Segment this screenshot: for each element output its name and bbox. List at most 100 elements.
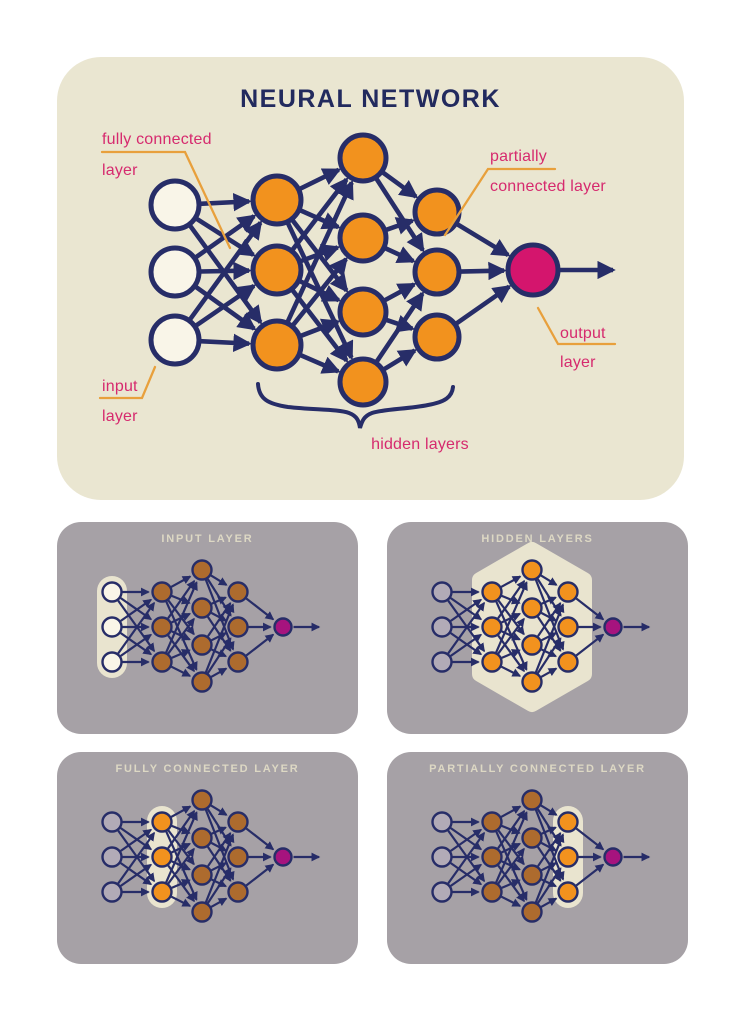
neuron (521, 789, 543, 811)
edge (383, 245, 416, 264)
edge (204, 833, 235, 903)
edge (199, 333, 252, 353)
neuron (481, 581, 503, 603)
neuron (412, 247, 462, 297)
edge (500, 575, 522, 588)
neuron (250, 173, 304, 227)
neuron (273, 847, 293, 867)
neuron (250, 318, 304, 372)
edge (383, 282, 417, 303)
edge (374, 291, 425, 364)
neuron (481, 811, 503, 833)
neuron (431, 811, 453, 833)
edge (540, 841, 558, 852)
neuron (148, 178, 202, 232)
edge (170, 805, 192, 818)
neuron (412, 187, 462, 237)
edge (211, 596, 227, 605)
hidden-layers-label: hidden layers (371, 436, 469, 453)
neuron (101, 811, 123, 833)
edge (210, 667, 228, 678)
neuron (148, 313, 202, 367)
edge (117, 601, 156, 655)
neuron (191, 864, 213, 886)
edges (187, 167, 616, 374)
panel-partially-connected-layer: PARTIALLY CONNECTED LAYER (387, 752, 688, 964)
input-label-line2: layer (102, 408, 138, 425)
edge (170, 575, 192, 588)
neuron (151, 811, 173, 833)
main-diagram-panel: fully connected layer partially connecte… (57, 57, 684, 500)
fully-connected-label-line2: layer (102, 162, 138, 179)
edge (374, 176, 425, 253)
edge (541, 596, 557, 605)
neuron (557, 846, 579, 868)
edge (495, 811, 528, 883)
neuron (191, 901, 213, 923)
edge (449, 828, 483, 852)
neuron (481, 651, 503, 673)
edge (447, 601, 486, 655)
edge (171, 649, 191, 659)
partially-connected-leader-line (443, 167, 557, 237)
edge (298, 167, 342, 192)
neuron (431, 616, 453, 638)
neuron (521, 901, 543, 923)
neuron (101, 846, 123, 868)
edge (211, 826, 227, 835)
neuron (521, 634, 543, 656)
panel-input-layer-title: INPUT LAYER (161, 533, 254, 545)
edges (117, 574, 321, 678)
nodes (431, 789, 623, 923)
main-title: NEURAL NETWORK (240, 85, 501, 113)
neuron (148, 245, 202, 299)
edge (575, 827, 605, 851)
neuron (337, 286, 389, 338)
panel-partially-connected-layer-title: PARTIALLY CONNECTED LAYER (429, 763, 646, 775)
edge (210, 574, 228, 586)
panel-fully-connected-layer: FULLY CONNECTED LAYER (57, 752, 358, 964)
edge (449, 863, 483, 887)
edge (534, 603, 565, 673)
neuron (250, 243, 304, 297)
edges (117, 804, 321, 908)
edge (171, 879, 191, 889)
neuron (151, 581, 173, 603)
edge (540, 897, 558, 908)
neuron (101, 651, 123, 673)
neuron (151, 616, 173, 638)
edge (119, 598, 153, 622)
edge (119, 633, 153, 657)
panel-hidden-layers: HIDDEN LAYERS (387, 522, 688, 734)
neuron (337, 212, 389, 264)
edge (167, 847, 195, 885)
edge (500, 805, 522, 818)
edge (119, 828, 153, 852)
edges (447, 574, 651, 678)
edge (187, 220, 263, 322)
edge (540, 667, 558, 678)
neuron (481, 616, 503, 638)
edge (575, 597, 605, 621)
input-leader-line (98, 365, 157, 400)
neuron (191, 597, 213, 619)
edge (536, 637, 562, 674)
fully-connected-leader-line (100, 150, 232, 250)
edge (534, 833, 565, 903)
mini-network-hidden-layers (431, 542, 651, 712)
neuron (227, 811, 249, 833)
edge (245, 827, 275, 851)
neuron (431, 881, 453, 903)
neuron (227, 616, 249, 638)
neuron (521, 559, 543, 581)
edge (210, 841, 228, 852)
nodes (101, 559, 293, 693)
edge (500, 895, 522, 907)
edge (299, 318, 341, 339)
edges (447, 804, 651, 908)
neuron (101, 881, 123, 903)
neuron (191, 827, 213, 849)
edge (119, 863, 153, 887)
edge (449, 633, 483, 657)
edge (455, 221, 511, 257)
